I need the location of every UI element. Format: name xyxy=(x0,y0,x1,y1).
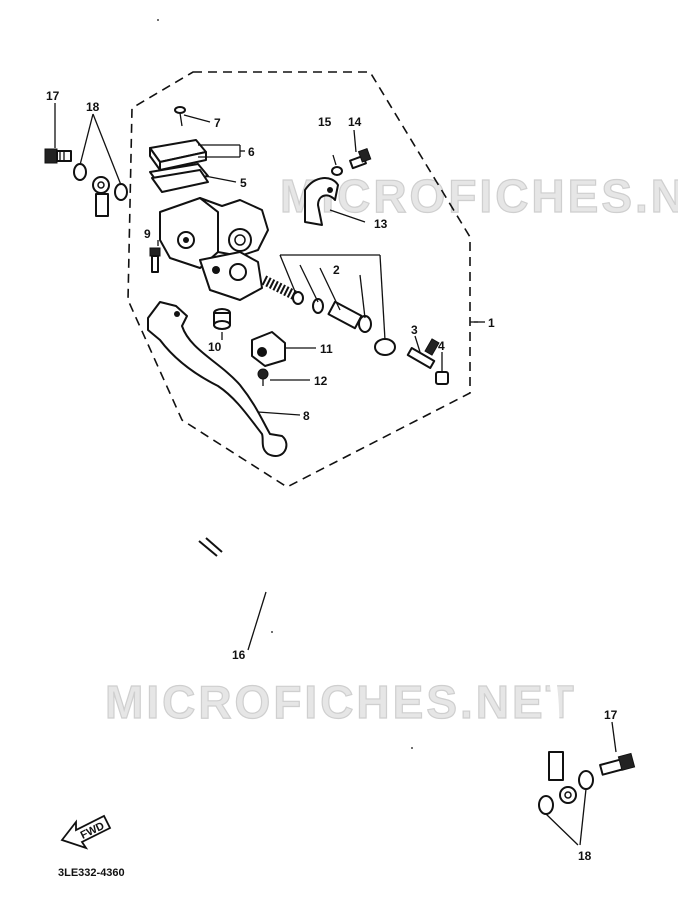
brake-hose xyxy=(99,204,560,761)
callout-8: 8 xyxy=(303,409,310,423)
leader-lines xyxy=(54,103,617,846)
callout-4: 4 xyxy=(438,339,445,353)
callout-9: 9 xyxy=(144,227,151,241)
union-bolt-top xyxy=(44,148,72,164)
holder-screw xyxy=(257,368,269,386)
hose-fitting-bottom xyxy=(548,751,577,804)
brake-lever xyxy=(147,301,288,457)
stray-dot xyxy=(411,747,413,749)
callout-18-top: 18 xyxy=(86,100,100,114)
callout-14: 14 xyxy=(348,115,362,129)
callout-1: 1 xyxy=(488,316,495,330)
stray-dot xyxy=(271,631,273,633)
clamp-bolt xyxy=(349,147,372,170)
callout-10: 10 xyxy=(208,340,222,354)
callout-7: 7 xyxy=(214,116,221,130)
callout-13: 13 xyxy=(374,217,388,231)
callout-6: 6 xyxy=(248,145,255,159)
callout-2: 2 xyxy=(333,263,340,277)
washer-top-1 xyxy=(73,163,87,181)
hose-fitting-top xyxy=(92,176,110,217)
callout-18-bottom: 18 xyxy=(578,849,592,863)
washer-bottom-2 xyxy=(578,770,594,790)
lever-nut xyxy=(213,308,231,330)
mirror-holder xyxy=(251,331,286,367)
callout-5: 5 xyxy=(240,176,247,190)
assembly-outline xyxy=(127,71,471,488)
callout-12: 12 xyxy=(314,374,328,388)
callout-15: 15 xyxy=(318,115,332,129)
stray-dot xyxy=(157,19,159,21)
fwd-arrow-icon: FWD xyxy=(60,814,112,850)
watermark-top: MICROFICHES.NET xyxy=(280,170,678,222)
reservoir-cap xyxy=(149,139,207,171)
callout-11: 11 xyxy=(320,342,333,356)
handlebar-clamp xyxy=(304,177,339,226)
callout-16: 16 xyxy=(232,648,246,662)
washer-bottom-1 xyxy=(538,795,554,815)
fwd-label: FWD xyxy=(79,820,107,842)
callout-3: 3 xyxy=(411,323,418,337)
callout-17-bottom: 17 xyxy=(604,708,618,722)
clamp-washer xyxy=(331,166,343,176)
diagram-code: 3LE332-4360 xyxy=(58,867,125,879)
brake-switch xyxy=(406,338,440,369)
switch-cap xyxy=(435,371,449,385)
callout-17-top: 17 xyxy=(46,89,60,103)
cap-screw xyxy=(174,106,186,127)
union-bolt-bottom xyxy=(599,752,636,776)
callouts: 1 2 3 4 5 6 7 8 9 10 11 12 13 14 15 16 1… xyxy=(46,89,618,863)
watermark-bottom: MICROFICHES.NET xyxy=(105,676,577,728)
lever-pivot-bolt xyxy=(149,247,161,273)
master-cylinder-body xyxy=(159,197,269,301)
washer-top-2 xyxy=(114,183,128,201)
